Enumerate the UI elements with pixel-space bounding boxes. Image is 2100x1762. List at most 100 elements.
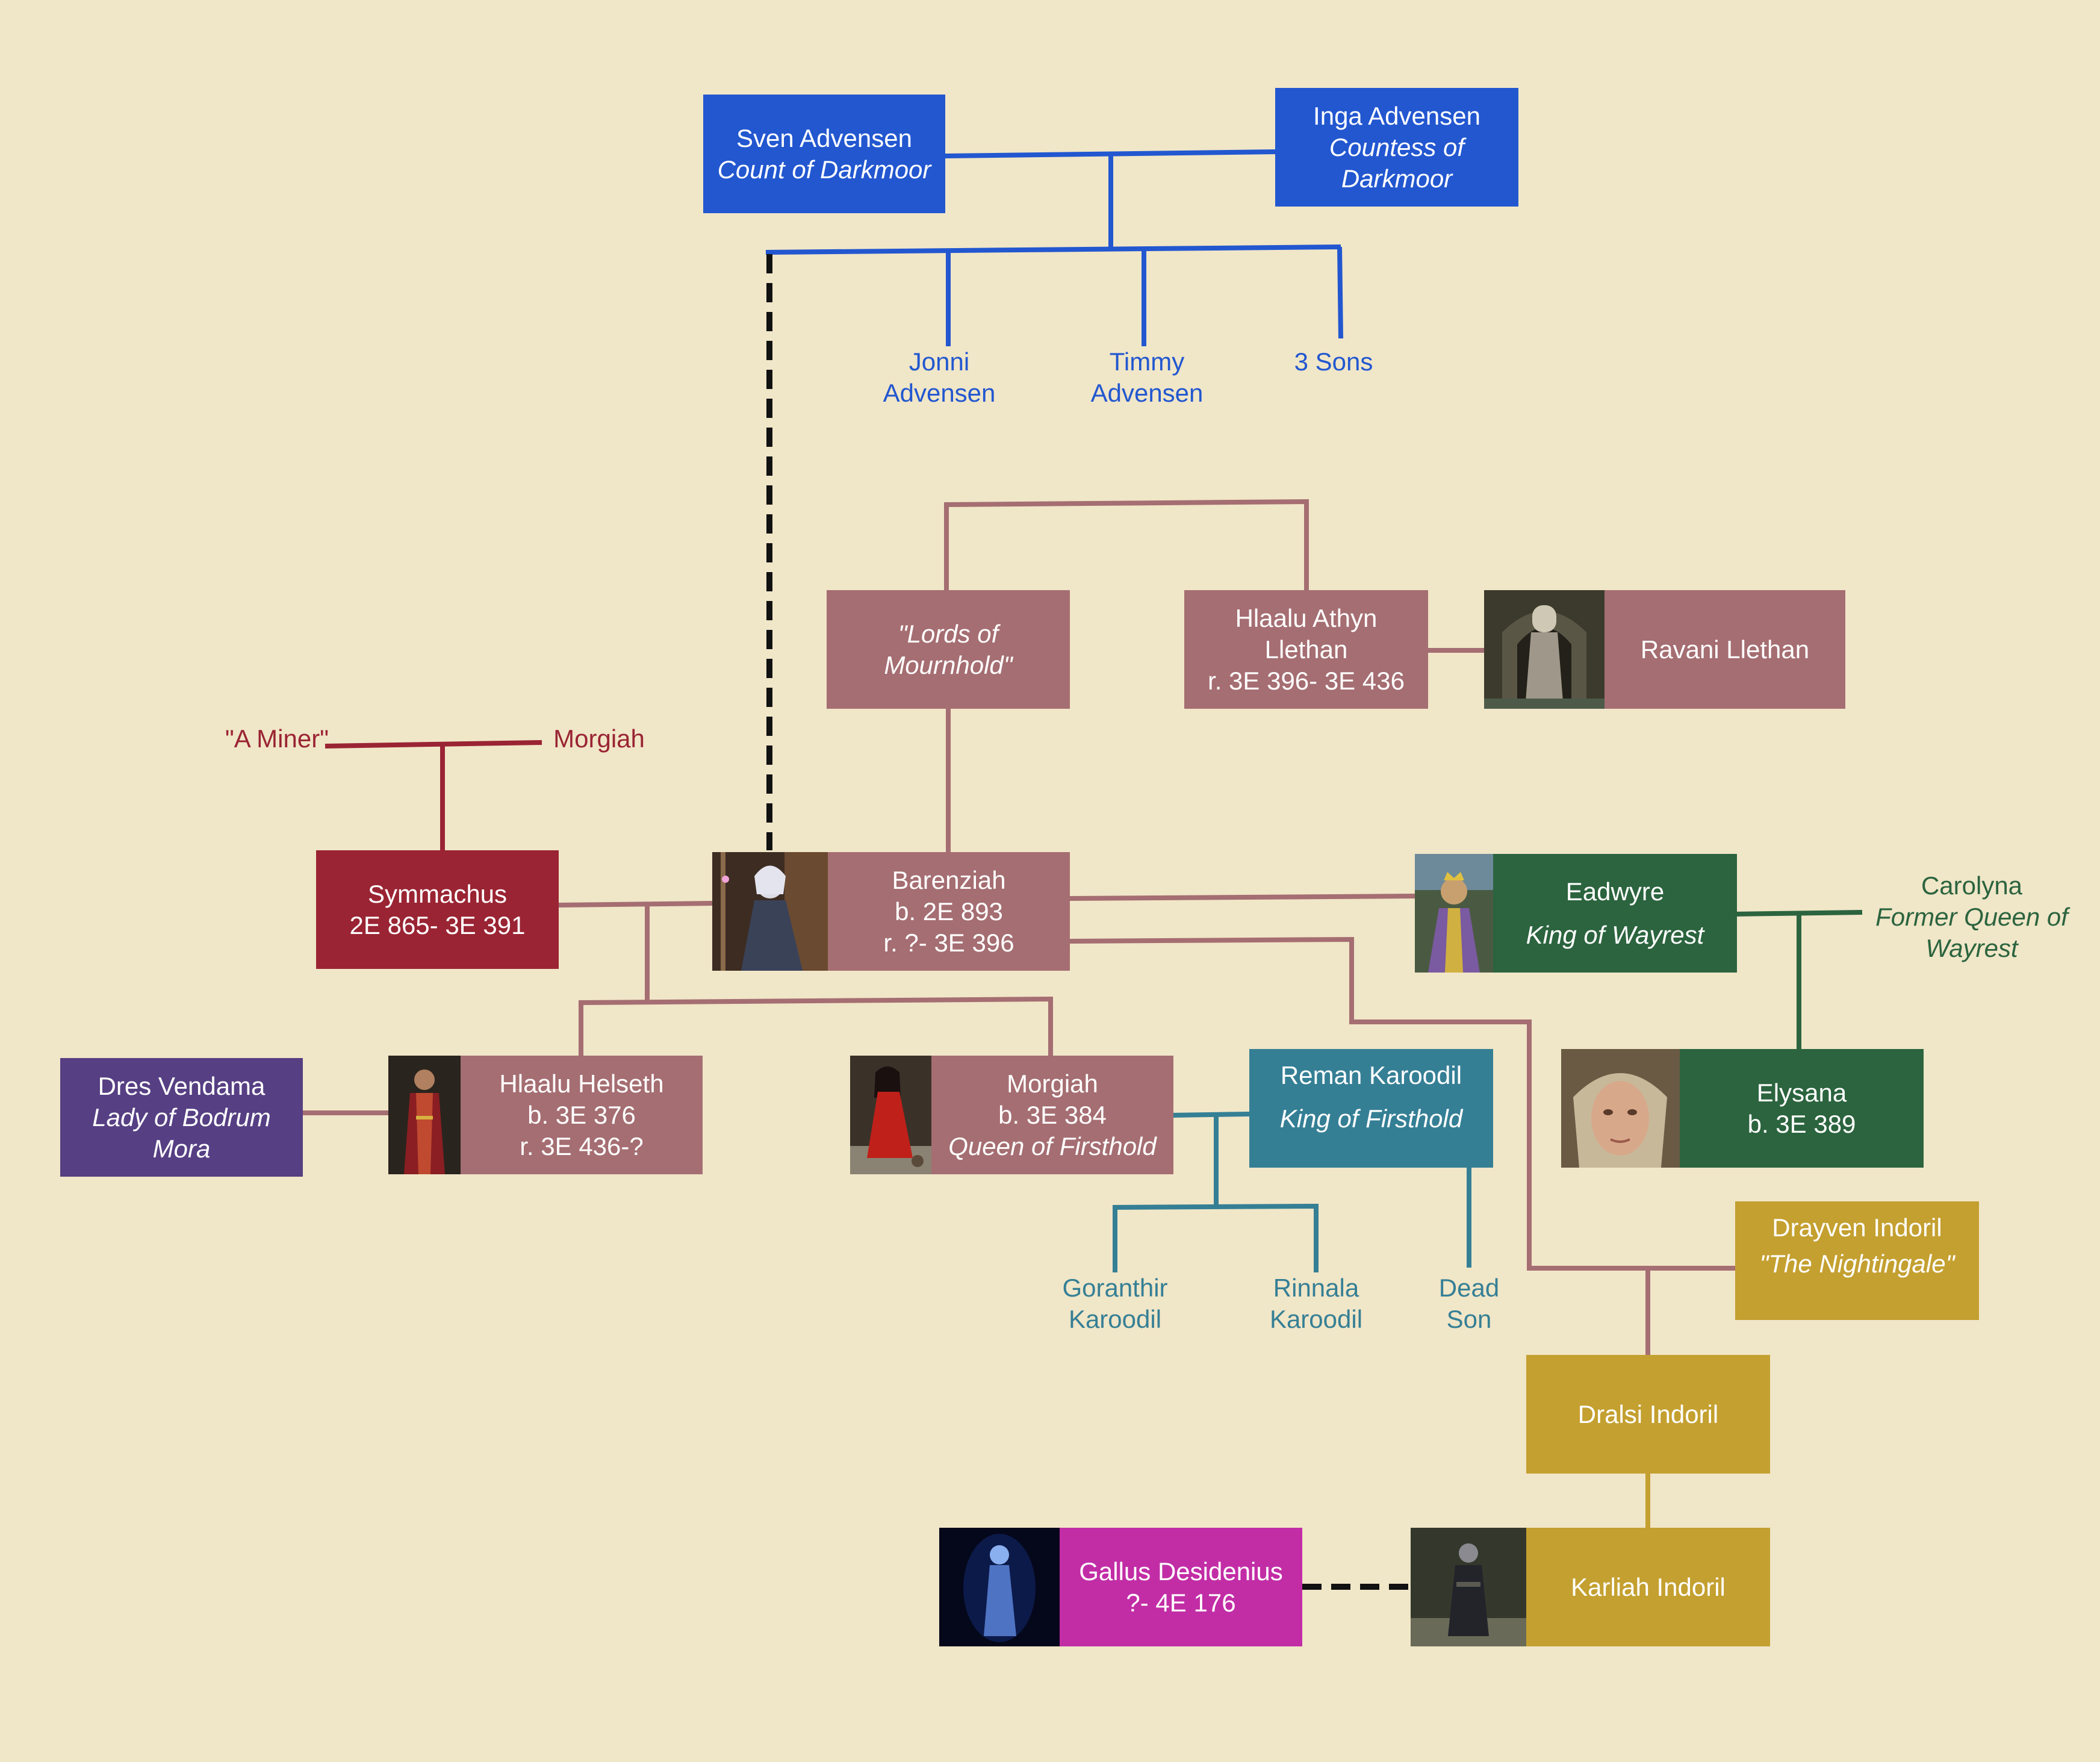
label-line1: Goranthir	[1062, 1274, 1168, 1302]
person-box-elysana: Elysana b. 3E 389	[1680, 1049, 1924, 1168]
person-born: b. 3E 384	[998, 1100, 1107, 1129]
label-line2: Son	[1446, 1305, 1492, 1333]
person-born: b. 3E 389	[1747, 1109, 1856, 1138]
label-line1: Carolyna	[1921, 871, 2023, 900]
portrait-eadwyre-image	[1415, 854, 1493, 973]
person-reign: r. 3E 436-?	[520, 1132, 644, 1160]
firsthold-connectors	[1113, 1112, 1471, 1272]
label-line1: "A Miner"	[225, 724, 329, 753]
label-line3: Wayrest	[1925, 934, 2018, 962]
barenziah-drayven-line	[1069, 936, 1735, 1271]
portrait-ravani-llethan-image	[1484, 590, 1605, 709]
person-box-karliah-indoril: Karliah Indoril	[1526, 1528, 1770, 1646]
person-name: Symmachus	[367, 879, 508, 908]
person-dates: 2E 865- 3E 391	[349, 911, 526, 939]
box-line1: "Lords of	[898, 619, 999, 648]
person-name: Reman Karoodil	[1280, 1061, 1462, 1089]
person-box-symmachus: Symmachus 2E 865- 3E 391	[316, 850, 559, 969]
person-title: Queen of Firsthold	[948, 1132, 1157, 1160]
person-dates: ?- 4E 176	[1126, 1588, 1236, 1617]
person-box-reman-karoodil: Reman Karoodil King of Firsthold	[1249, 1049, 1493, 1168]
portrait-morgiah-image	[850, 1056, 931, 1174]
advensen-connectors	[765, 149, 1343, 346]
person-title-line2: Mora	[152, 1134, 211, 1163]
person-box-lords-of-mournhold: "Lords of Mournhold"	[827, 590, 1070, 709]
label-goranthir-karoodil: Goranthir Karoodil	[1037, 1272, 1193, 1335]
person-title-line1: Lady of Bodrum	[92, 1103, 271, 1132]
person-born: b. 3E 376	[527, 1100, 636, 1129]
box-line3: r. 3E 396- 3E 436	[1208, 666, 1405, 695]
person-title: Count of Darkmoor	[717, 155, 931, 184]
person-box-gallus-desidenius: Gallus Desidenius ?- 4E 176	[1060, 1528, 1302, 1646]
miner-morgiah-marriage-line	[325, 740, 542, 749]
portrait-hlaalu-helseth-image	[388, 1056, 461, 1174]
morgiah-reman-marriage-line	[1172, 1112, 1250, 1118]
portrait-gallus-desidenius-image	[939, 1528, 1060, 1646]
box-line1: Hlaalu Athyn	[1235, 603, 1378, 632]
label-line1: Jonni	[909, 347, 970, 376]
symmachus-connectors	[325, 740, 542, 850]
person-title-line2: Darkmoor	[1341, 164, 1453, 193]
box-line2: Mournhold"	[884, 650, 1013, 679]
portrait-barenziah-image	[712, 852, 828, 971]
three-sons-line	[1337, 246, 1343, 339]
label-line2: Karoodil	[1068, 1305, 1162, 1333]
portrait-karliah-indoril-image	[1411, 1528, 1526, 1646]
barenziah-children-bar	[579, 996, 1053, 1071]
advensen-children-bar	[765, 244, 1341, 255]
label-carolyna: Carolyna Former Queen of Wayrest	[1860, 870, 2083, 964]
person-box-barenziah: Barenziah b. 2E 893 r. ?- 3E 396	[828, 852, 1070, 971]
person-box-hlaalu-athyn-llethan: Hlaalu Athyn Llethan r. 3E 396- 3E 436	[1184, 590, 1428, 709]
person-name: Morgiah	[1007, 1069, 1098, 1098]
person-name: Eadwyre	[1565, 877, 1665, 906]
person-box-dralsi-indoril: Dralsi Indoril	[1526, 1355, 1770, 1474]
label-line1: Timmy	[1109, 347, 1185, 376]
sven-inga-marriage-line	[945, 149, 1277, 158]
label-line1: Morgiah	[553, 724, 645, 753]
person-name: Gallus Desidenius	[1079, 1557, 1283, 1586]
label-line2: Karoodil	[1269, 1305, 1363, 1333]
label-line1: Rinnala	[1273, 1274, 1359, 1302]
dashed-connectors	[766, 254, 1411, 1590]
label-line1: 3 Sons	[1294, 347, 1373, 376]
person-box-morgiah: Morgiah b. 3E 384 Queen of Firsthold	[931, 1056, 1173, 1174]
label-timmy-advensen: Timmy Advensen	[1069, 346, 1225, 409]
label-a-miner: "A Miner"	[199, 723, 355, 755]
portrait-elysana-image	[1561, 1049, 1680, 1168]
person-box-sven-advensen: Sven Advensen Count of Darkmoor	[703, 95, 945, 213]
box-line2: Llethan	[1264, 635, 1348, 664]
label-jonni-advensen: Jonni Advensen	[861, 346, 1017, 409]
person-name: Hlaalu Helseth	[499, 1069, 664, 1098]
person-box-hlaalu-helseth: Hlaalu Helseth b. 3E 376 r. 3E 436-?	[461, 1056, 703, 1174]
person-name: Ravani Llethan	[1640, 635, 1810, 664]
person-title: King of Wayrest	[1526, 920, 1704, 949]
person-name: Inga Advensen	[1313, 101, 1480, 130]
label-rinnala-karoodil: Rinnala Karoodil	[1238, 1272, 1394, 1335]
label-three-sons: 3 Sons	[1267, 346, 1400, 378]
person-name: Sven Advensen	[736, 123, 912, 152]
person-name: Barenziah	[892, 865, 1006, 894]
mournhold-connectors	[303, 499, 1735, 1355]
label-line2: Advensen	[883, 379, 996, 407]
label-morgiah-elder: Morgiah	[530, 723, 668, 755]
person-name: Dralsi Indoril	[1577, 1399, 1719, 1428]
person-box-inga-advensen: Inga Advensen Countess of Darkmoor	[1275, 88, 1518, 207]
person-box-ravani-llethan: Ravani Llethan	[1605, 590, 1845, 709]
person-title: "The Nightingale"	[1759, 1250, 1955, 1278]
lords-athyn-line	[944, 499, 1309, 590]
wayrest-connectors	[1733, 910, 1863, 1049]
person-name: Dres Vendama	[98, 1071, 266, 1100]
person-box-drayven-indoril: Drayven Indoril "The Nightingale"	[1735, 1201, 1979, 1320]
label-dead-son: Dead Son	[1409, 1272, 1529, 1335]
person-name: Karliah Indoril	[1571, 1572, 1726, 1601]
person-title-line1: Countess of	[1329, 132, 1465, 161]
person-born: b. 2E 893	[895, 897, 1003, 926]
label-line1: Dead	[1438, 1274, 1500, 1302]
person-box-dres-vendama: Dres Vendama Lady of Bodrum Mora	[60, 1058, 303, 1177]
person-title: King of Firsthold	[1279, 1104, 1463, 1133]
barenziah-eadwyre-marriage-line	[1069, 894, 1415, 901]
person-box-eadwyre: Eadwyre King of Wayrest	[1493, 854, 1737, 973]
person-name: Elysana	[1756, 1078, 1847, 1107]
